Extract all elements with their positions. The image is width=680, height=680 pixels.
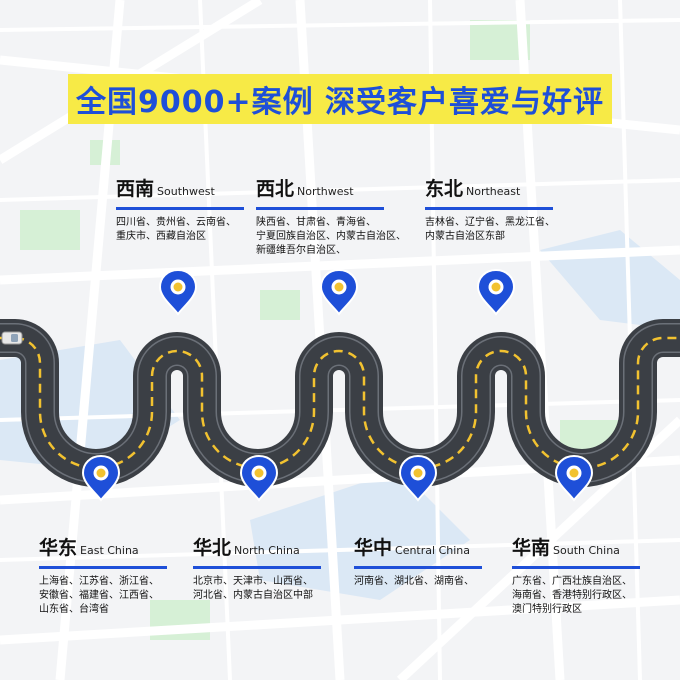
region-southwest-provinces: 四川省、贵州省、云南省、 重庆市、西藏自治区 xyxy=(116,217,236,242)
map-pin-icon xyxy=(82,455,120,501)
region-north-underline xyxy=(193,566,321,569)
region-northwest-en: Northwest xyxy=(297,185,354,198)
region-north-provinces: 北京市、天津市、山西省、 河北省、内蒙古自治区中部 xyxy=(193,576,313,601)
map-pin-icon xyxy=(399,455,437,501)
region-east-provinces: 上海省、江苏省、浙江省、 安徽省、福建省、江西省、 山东省、台湾省 xyxy=(39,576,159,615)
map-pin-icon xyxy=(477,269,515,315)
region-southwest-zh: 西南 xyxy=(116,178,155,200)
region-north-en: North China xyxy=(234,544,300,557)
region-east-zh: 华东 xyxy=(39,537,78,559)
road-center-line xyxy=(0,336,680,470)
region-east-underline xyxy=(39,566,167,569)
map-pin-icon xyxy=(159,269,197,315)
region-northwest-provinces: 陕西省、甘肃省、青海省、 宁夏回族自治区、内蒙古自治区、 新疆维吾尔自治区、 xyxy=(256,217,406,256)
headline-title: 全国9000+案例 深受客户喜爱与好评 xyxy=(75,85,605,120)
region-south-underline xyxy=(512,566,640,569)
road-surface xyxy=(0,324,680,482)
region-east-en: East China xyxy=(80,544,139,557)
region-northeast-provinces: 吉林省、辽宁省、黑龙江省、 内蒙古自治区东部 xyxy=(425,217,555,242)
region-south-en: South China xyxy=(553,544,620,557)
map-pin-icon xyxy=(320,269,358,315)
car-icon xyxy=(1,331,23,345)
region-central-provinces: 河南省、湖北省、湖南省、 xyxy=(354,576,474,587)
region-northwest-zh: 西北 xyxy=(256,178,295,200)
headline-banner: 全国9000+案例 深受客户喜爱与好评 xyxy=(68,74,612,124)
region-south-zh: 华南 xyxy=(512,537,551,559)
region-northeast-en: Northeast xyxy=(466,185,521,198)
region-southwest-en: Southwest xyxy=(157,185,215,198)
map-pin-icon xyxy=(240,455,278,501)
region-northeast-underline xyxy=(425,207,553,210)
region-northeast-zh: 东北 xyxy=(425,178,464,200)
map-pin-icon xyxy=(555,455,593,501)
region-central-en: Central China xyxy=(395,544,470,557)
region-south-provinces: 广东省、广西壮族自治区、 海南省、香港特别行政区、 澳门特别行政区 xyxy=(512,576,632,615)
region-northwest-underline xyxy=(256,207,384,210)
region-central-zh: 华中 xyxy=(354,537,393,559)
region-southwest-underline xyxy=(116,207,244,210)
region-central-underline xyxy=(354,566,482,569)
region-north-zh: 华北 xyxy=(193,537,232,559)
